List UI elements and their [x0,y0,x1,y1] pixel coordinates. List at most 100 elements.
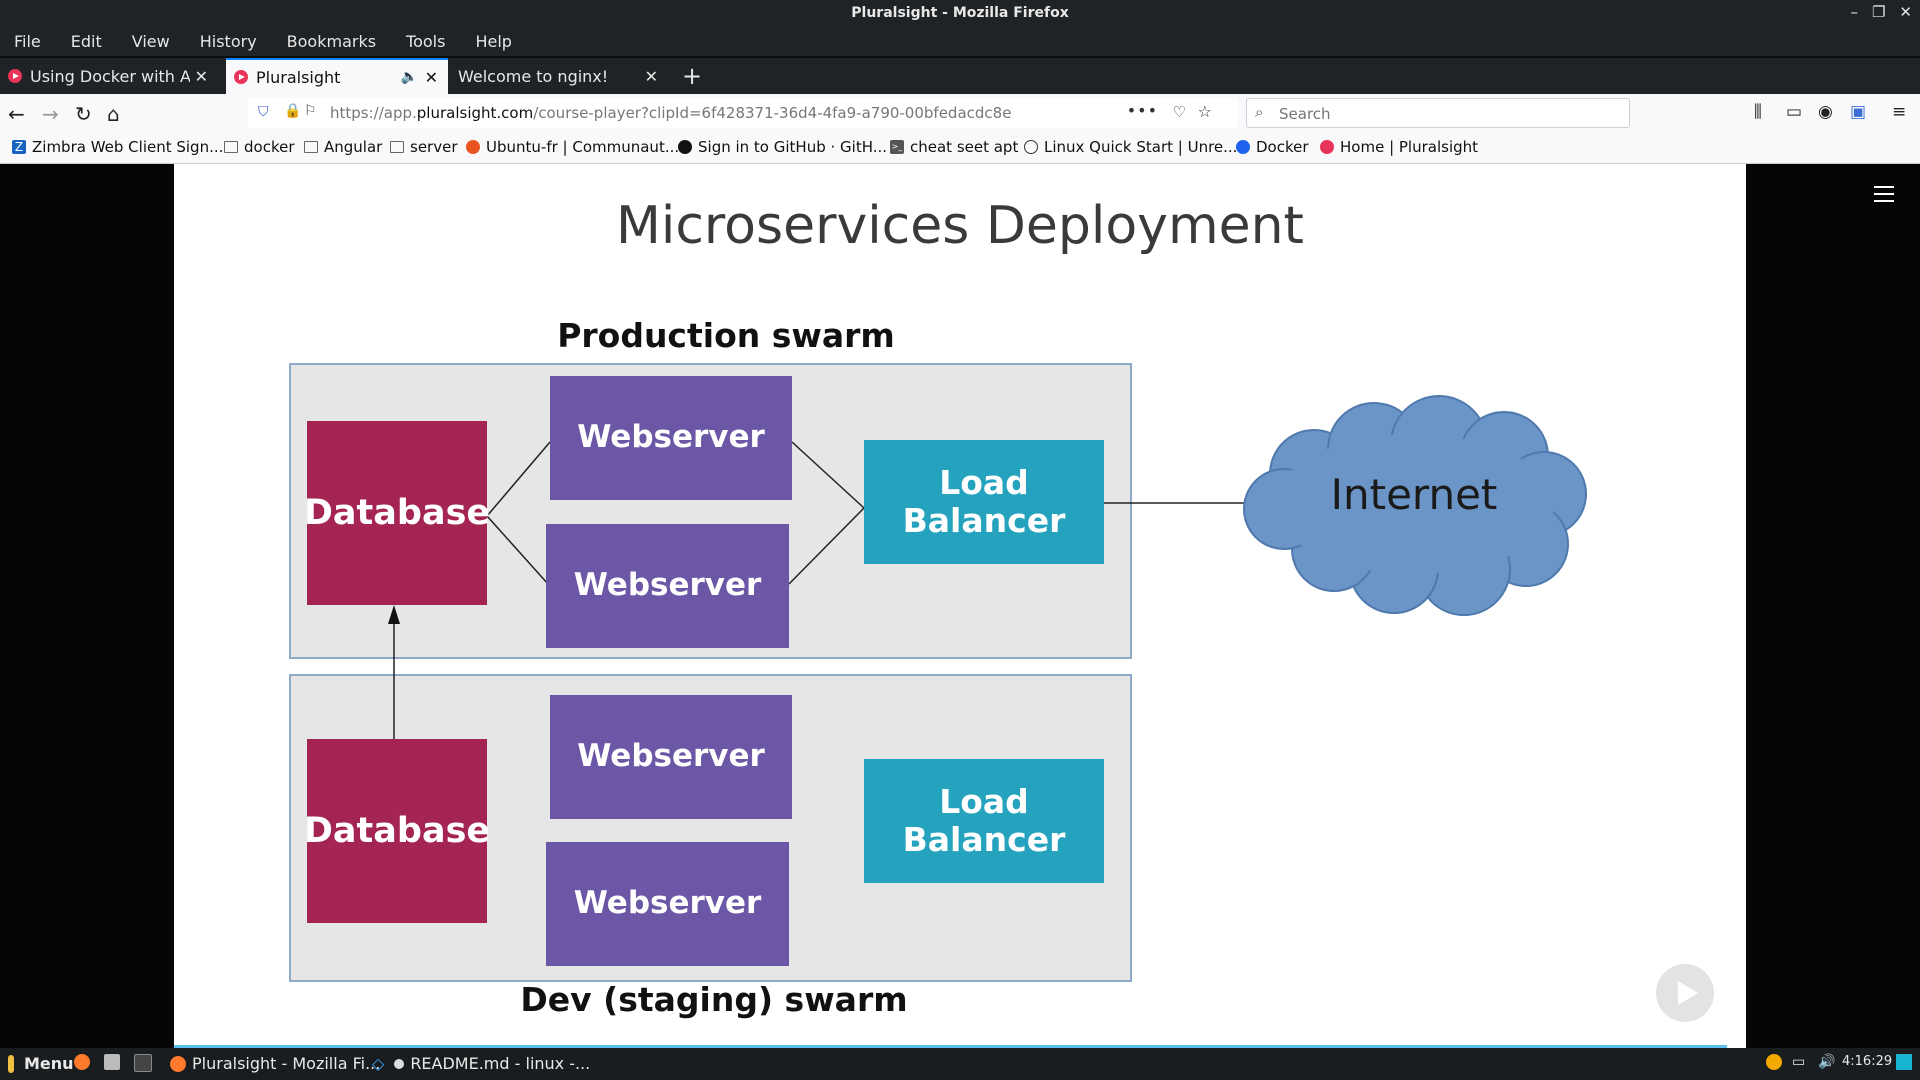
tab-bar: Using Docker with AWS ✕ Pluralsight 🔈 ✕ … [0,58,1920,94]
menu-file[interactable]: File [14,32,41,51]
bookmark-star-icon[interactable]: ☆ [1197,102,1212,121]
dev-webserver-2-box: Webserver [546,842,789,966]
bookmarks-toolbar: Z Zimbra Web Client Sign... docker Angul… [0,134,1920,164]
app-menu-icon[interactable]: ≡ [1892,102,1907,122]
maximize-icon[interactable]: ❐ [1871,3,1886,21]
navigation-toolbar: ← → ↻ ⌂ ⛉ 🔒 ⚐ https://app.pluralsight.co… [0,94,1920,134]
forward-arrow-icon[interactable]: → [42,102,59,126]
search-icon: ⌕ [1255,103,1264,121]
menu-help[interactable]: Help [475,32,512,51]
window-title: Pluralsight - Mozilla Firefox [851,5,1069,21]
menu-bookmarks[interactable]: Bookmarks [286,32,377,51]
home-icon[interactable]: ⌂ [107,102,120,126]
desktop-taskbar: Menu Pluralsight - Mozilla Fi... ◇ READM… [0,1048,1920,1080]
db-to-webserver2-line [486,515,549,585]
taskbar-window-firefox[interactable]: Pluralsight - Mozilla Fi... [170,1054,380,1073]
display-icon[interactable]: ▭ [1792,1054,1806,1070]
internet-label: Internet [1330,470,1498,519]
search-input[interactable] [1277,102,1621,126]
bookmark-folder-server[interactable]: server [390,138,457,156]
tab-docker-aws[interactable]: Using Docker with AWS ✕ [8,58,218,94]
url-text[interactable]: https://app.pluralsight.com/course-playe… [330,104,1012,122]
bookmark-folder-docker[interactable]: docker [224,138,295,156]
pluralsight-icon [1320,140,1334,154]
close-tab-icon[interactable]: ✕ [644,66,658,86]
dot-icon [394,1058,405,1069]
tab-pluralsight[interactable]: Pluralsight 🔈 ✕ [226,58,448,94]
folder-icon [304,141,318,153]
course-player: Microservices Deployment Production swar… [0,164,1920,1048]
docker-icon [1236,140,1250,154]
player-menu-icon[interactable] [1874,186,1894,207]
db-to-webserver1-line [486,441,551,517]
slide: Microservices Deployment Production swar… [174,164,1746,1048]
speaker-icon[interactable]: 🔈 [400,69,418,85]
menu-edit[interactable]: Edit [70,32,102,51]
video-progress-bar[interactable] [174,1045,1727,1048]
slide-title: Microservices Deployment [616,196,1304,256]
tab-label: Welcome to nginx! [458,66,609,86]
menu-history[interactable]: History [199,32,257,51]
sidebar-icon[interactable]: ▭ [1786,102,1803,122]
production-webserver-1-box: Webserver [550,376,792,500]
start-menu-button[interactable]: Menu [8,1054,74,1073]
internet-cloud [1243,395,1587,616]
bookmark-linux-quickstart[interactable]: Linux Quick Start | Unre... [1024,138,1237,156]
url-bar[interactable]: ⛉ 🔒 ⚐ https://app.pluralsight.com/course… [248,98,1238,128]
zimbra-icon: Z [12,140,26,154]
pocket-icon[interactable]: ♡ [1172,103,1186,121]
firefox-launcher-icon[interactable] [74,1054,96,1070]
webserver2-to-lb-line [788,507,865,585]
translate-icon[interactable]: ▣ [1850,102,1867,122]
tab-label: Using Docker with AWS [30,66,190,86]
clock[interactable]: 4:16:29 [1842,1054,1893,1069]
library-icon[interactable]: ⫼ [1754,102,1762,122]
close-tab-icon[interactable]: ✕ [424,67,438,87]
search-box[interactable]: ⌕ [1246,98,1630,128]
files-launcher-icon[interactable] [104,1054,126,1070]
production-database-box: Database [304,421,490,605]
window-title-bar: Pluralsight - Mozilla Firefox – ❐ ✕ [0,0,1920,28]
menu-tools[interactable]: Tools [406,32,446,51]
permissions-icon[interactable]: ⚐ [304,103,317,119]
mint-logo-icon [8,1054,14,1073]
dev-webserver-1-box: Webserver [550,695,792,819]
arrowhead-up-icon [388,605,400,624]
pluralsight-icon [8,69,22,83]
show-desktop-icon[interactable] [1896,1054,1918,1070]
terminal-launcher-icon[interactable] [134,1054,158,1072]
terminal-icon: >_ [890,140,904,154]
bookmark-pluralsight-home[interactable]: Home | Pluralsight [1320,138,1478,156]
bookmark-docker[interactable]: Docker [1236,138,1309,156]
close-window-icon[interactable]: ✕ [1899,3,1912,21]
tab-nginx[interactable]: Welcome to nginx! ✕ [458,58,668,94]
folder-icon [224,141,238,153]
production-webserver-2-box: Webserver [546,524,789,648]
firefox-icon [170,1055,186,1072]
bookmark-zimbra[interactable]: Z Zimbra Web Client Sign... [12,138,223,156]
taskbar-window-vscode[interactable]: ◇ README.md - linux -... [372,1054,591,1073]
update-manager-icon[interactable] [1766,1054,1788,1070]
close-tab-icon[interactable]: ✕ [194,66,208,86]
dev-swarm-label: Dev (staging) swarm [520,980,908,1019]
back-arrow-icon[interactable]: ← [8,102,25,126]
bookmark-cheat-sheet[interactable]: >_ cheat seet apt [890,138,1019,156]
webserver1-to-lb-line [791,441,865,509]
lock-icon[interactable]: 🔒 [284,103,302,119]
minimize-icon[interactable]: – [1850,3,1858,21]
github-icon [678,140,692,154]
bookmark-ubuntu[interactable]: Ubuntu-fr | Communaut... [466,138,679,156]
dev-database-box: Database [304,739,490,923]
bookmark-folder-angular[interactable]: Angular [304,138,382,156]
account-icon[interactable]: ◉ [1818,102,1833,122]
bookmark-github[interactable]: Sign in to GitHub · GitH... [678,138,887,156]
reload-icon[interactable]: ↻ [75,102,92,126]
shield-icon[interactable]: ⛉ [258,104,269,120]
ubuntu-icon [466,140,480,154]
menu-view[interactable]: View [131,32,170,51]
new-tab-plus-icon[interactable]: + [682,62,703,90]
volume-icon[interactable]: 🔊 [1818,1054,1836,1070]
play-next-icon[interactable] [1656,964,1714,1022]
page-actions-icon[interactable]: ••• [1126,101,1158,120]
folder-icon [390,141,404,153]
